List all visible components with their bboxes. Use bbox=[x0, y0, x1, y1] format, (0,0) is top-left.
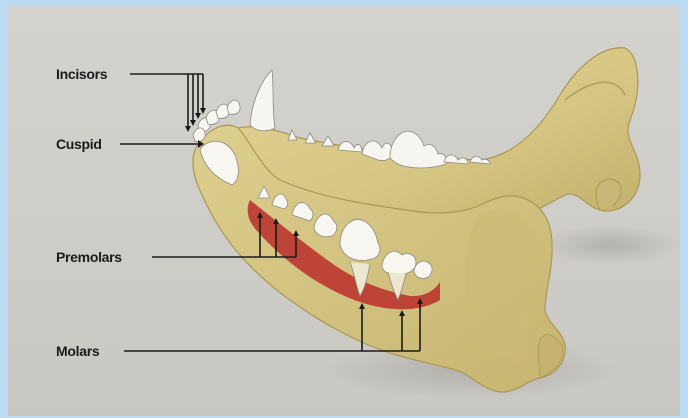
jaw-shadow-back bbox=[540, 225, 680, 265]
incisor-tooth bbox=[216, 104, 229, 118]
label-incisors: Incisors bbox=[56, 66, 108, 82]
far-carnassial-tooth bbox=[390, 131, 447, 168]
molar-tooth bbox=[382, 251, 416, 275]
far-cuspid-tooth bbox=[250, 70, 275, 131]
incisor-tooth bbox=[193, 128, 205, 142]
label-cuspid: Cuspid bbox=[56, 136, 102, 152]
label-premolars: Premolars bbox=[56, 249, 122, 265]
label-molars: Molars bbox=[56, 343, 100, 359]
incisor-tooth bbox=[227, 100, 240, 114]
